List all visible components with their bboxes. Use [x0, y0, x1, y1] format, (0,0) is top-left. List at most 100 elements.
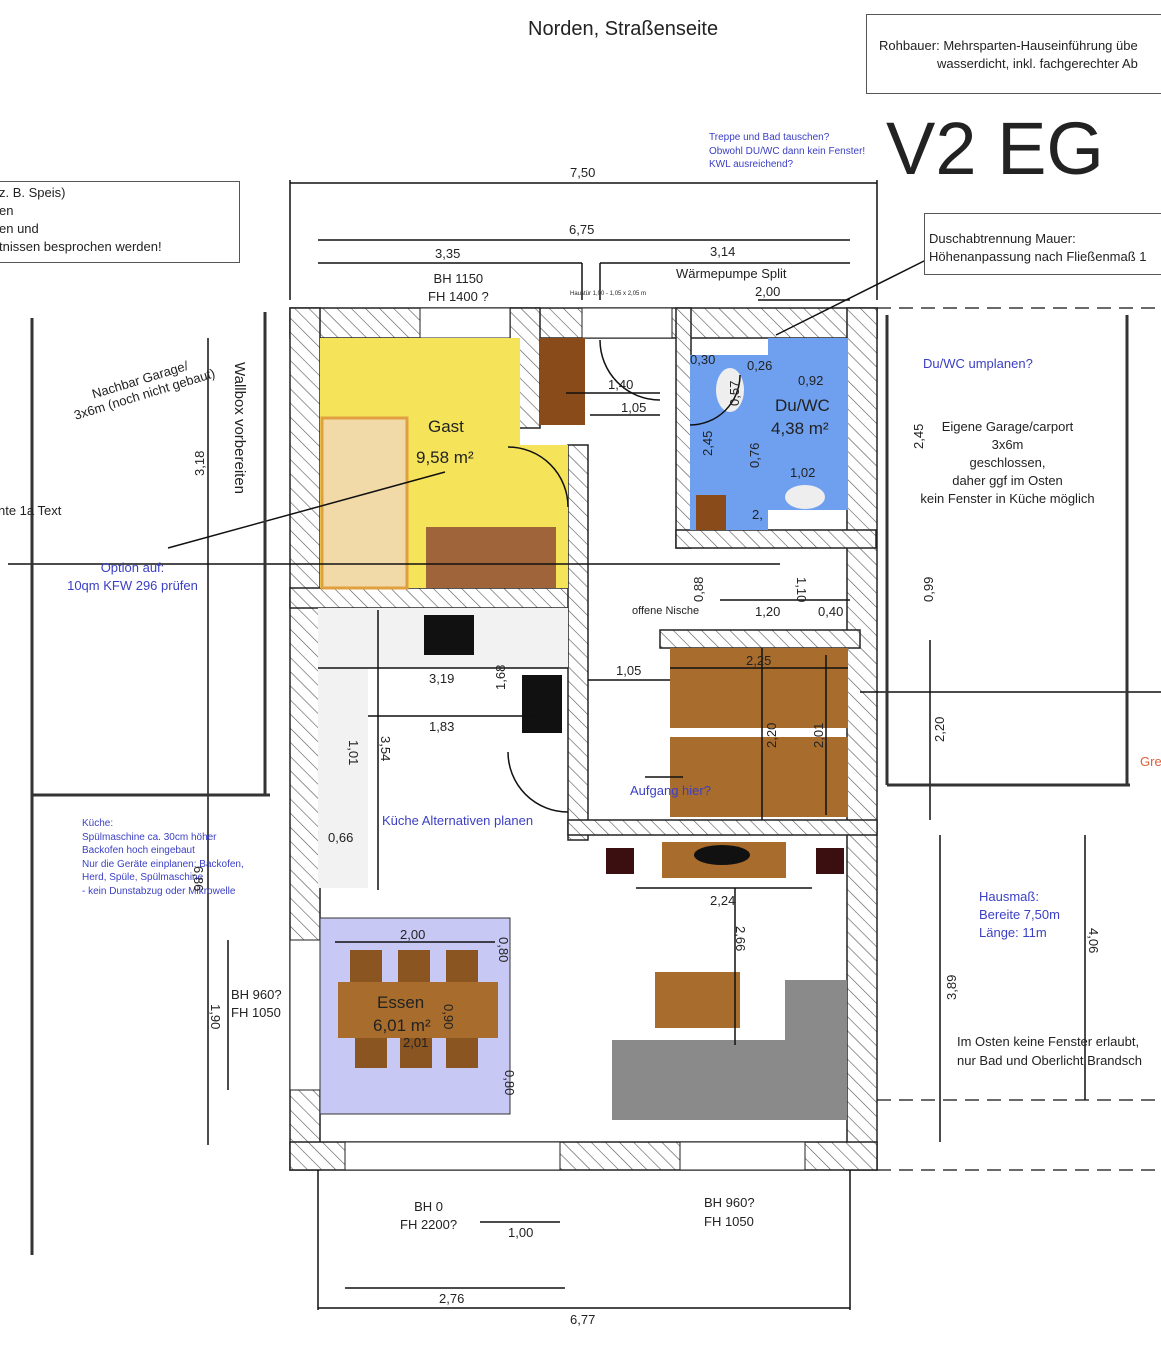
- version-label: V2 EG: [886, 107, 1104, 190]
- wardrobe: [540, 338, 585, 425]
- note-line: Spülmaschine ca. 30cm höher: [82, 831, 217, 843]
- dim: 6,77: [570, 1312, 596, 1327]
- dim: 2,45: [911, 423, 926, 449]
- note-line: en: [0, 203, 14, 218]
- window-label-4: BH 960? FH 1050: [704, 1193, 755, 1231]
- dim: 1,05: [616, 663, 642, 678]
- dim: 1,90: [208, 1004, 223, 1030]
- note-line: 3x6m: [991, 437, 1024, 452]
- dim: 1,05: [621, 400, 647, 415]
- label-waermepumpe: Wärmepumpe Split: [676, 266, 787, 281]
- dim: 1,20: [755, 604, 781, 619]
- dim: 0,80: [496, 937, 511, 963]
- dim: 2,00: [755, 284, 781, 299]
- dim: 4,06: [1086, 928, 1101, 954]
- dim: 2,01: [403, 1035, 429, 1050]
- dim: 0,99: [921, 576, 936, 602]
- note-line: Nur die Geräte einplanen: Backofen,: [82, 858, 244, 870]
- note-wallbox: Wallbox vorbereiten: [231, 362, 248, 495]
- dim: 0,76: [747, 442, 762, 468]
- note-osten: Im Osten keine Fenster erlaubt, nur Bad …: [957, 1032, 1142, 1070]
- note-line: Obwohl DU/WC dann kein Fenster!: [709, 145, 866, 157]
- dim: 2,25: [746, 653, 772, 668]
- note-line: Im Osten keine Fenster erlaubt,: [957, 1034, 1140, 1049]
- page-title: Norden, Straßenseite: [528, 18, 719, 40]
- stairs-lower: [670, 737, 848, 817]
- note-kueche: Küche: Spülmaschine ca. 30cm höher Backo…: [82, 817, 244, 898]
- dim: 1,68: [493, 664, 508, 690]
- label-offene-nische: offene Nische: [632, 605, 700, 617]
- note-line: Hausmaß:: [979, 889, 1039, 904]
- desk: [426, 527, 556, 588]
- note-line: Länge: 11m: [979, 925, 1047, 940]
- window-bh: BH 1150: [433, 271, 484, 286]
- window-fh: FH 2200?: [400, 1217, 458, 1232]
- note-line: wasserdicht, inkl. fachgerechter Ab: [937, 56, 1138, 71]
- window-bh: BH 960?: [231, 987, 282, 1002]
- dim: 0,92: [798, 373, 824, 388]
- dim: 1,10: [794, 577, 809, 603]
- note-line: Option auf:: [100, 560, 165, 575]
- window-label-3: BH 0 FH 2200?: [400, 1198, 457, 1234]
- note-line: kein Fenster in Küche möglich: [920, 491, 1095, 506]
- dim: 0,80: [502, 1070, 517, 1096]
- note-aufgang: Aufgang hier?: [630, 783, 711, 798]
- dim: 3,14: [710, 244, 736, 259]
- dim: 1,02: [790, 465, 816, 480]
- room-gast-name: Gast: [428, 417, 464, 436]
- dim: 2,00: [400, 927, 426, 942]
- dim: 2,76: [439, 1291, 465, 1306]
- room-duwc-area: 4,38 m²: [771, 419, 829, 438]
- dim: 0,66: [328, 830, 354, 845]
- note-line: Höhenanpassung nach Fließenmaß 1: [929, 249, 1147, 264]
- window-bh: BH 0: [414, 1199, 443, 1214]
- label-haustuer: Haustür 1,00 - 1,05 x 2,05 m: [570, 291, 647, 297]
- note-line: tnissen besprochen werden!: [0, 239, 162, 254]
- note-duwc-umplanen: Du/WC umplanen?: [923, 356, 1033, 371]
- note-dusch: Duschabtrennung Mauer: Höhenanpassung na…: [924, 213, 1161, 275]
- dim: 2,24: [710, 893, 736, 908]
- note-line: 10qm KFW 296 prüfen: [67, 578, 198, 593]
- window-bh: BH 960?: [704, 1195, 755, 1210]
- room-duwc-name: Du/WC: [775, 396, 830, 415]
- note-kueche-alternativen: Küche Alternativen planen: [382, 813, 534, 828]
- dim: 3,18: [192, 450, 207, 476]
- dim: 1,01: [346, 740, 361, 766]
- dim: 0,90: [441, 1004, 456, 1030]
- note-line: - kein Dunstabzug oder Mikrowelle: [82, 885, 236, 897]
- window-fh: FH 1050: [231, 1005, 281, 1020]
- dim: 2,: [752, 507, 763, 522]
- dim: 6,86: [191, 866, 206, 892]
- dim: 1,00: [508, 1225, 534, 1240]
- dim: 3,19: [429, 671, 455, 686]
- window-label-2: BH 960? FH 1050: [231, 986, 282, 1022]
- note-text-left: nte 1a Text: [0, 503, 62, 518]
- note-left: z. B. Speis) en en und tnissen besproche…: [0, 181, 240, 263]
- note-line: KWL ausreichend?: [709, 159, 794, 170]
- note-line: en und: [0, 221, 39, 236]
- note-line: daher ggf im Osten: [952, 473, 1063, 488]
- dim: 2,45: [700, 430, 715, 456]
- dim: 0,30: [690, 352, 716, 367]
- window-fh: FH 1050: [704, 1214, 754, 1229]
- note-line: Treppe und Bad tauschen?: [709, 132, 830, 143]
- bed: [320, 416, 409, 590]
- note-garage-own: Eigene Garage/carport 3x6m geschlossen, …: [910, 418, 1105, 508]
- note-line: nur Bad und Oberlicht Brandsch: [957, 1053, 1142, 1068]
- dim: 7,50: [570, 165, 596, 180]
- dim: 0,40: [818, 604, 844, 619]
- dim: 2,01: [811, 722, 826, 748]
- note-line: Backofen hoch eingebaut: [82, 845, 195, 856]
- dim: 3,89: [944, 974, 959, 1000]
- dim: 1,40: [608, 377, 634, 392]
- dim: 2,20: [764, 722, 779, 748]
- dim: 1,83: [429, 719, 455, 734]
- dim: 0,26: [747, 358, 773, 373]
- dim: 0,57: [727, 380, 742, 406]
- note-line: Bereite 7,50m: [979, 907, 1060, 922]
- room-essen-area: 6,01 m²: [373, 1016, 431, 1035]
- note-line: Eigene Garage/carport: [941, 419, 1074, 434]
- note-line: geschlossen,: [969, 455, 1046, 470]
